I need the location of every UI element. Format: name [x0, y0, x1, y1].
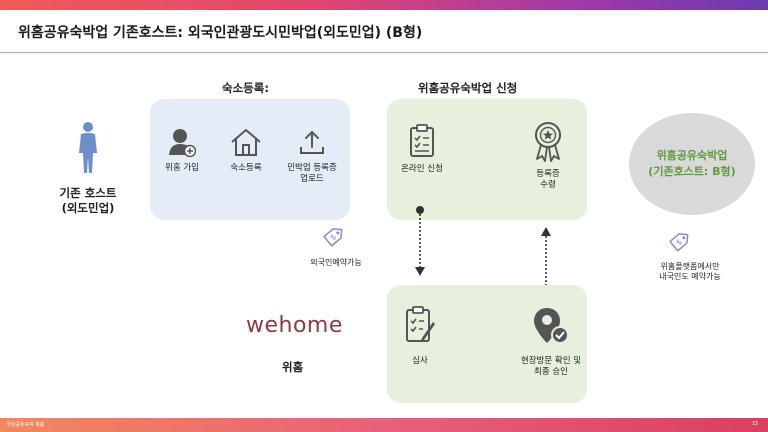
person-icon: [79, 122, 97, 173]
wehome-logo: wehome: [246, 313, 343, 338]
registration-box: [150, 99, 350, 220]
step-online-apply: 온라인 신청: [392, 124, 452, 175]
step-review-label: 심사: [412, 356, 428, 366]
clipboard-checklist-icon: [410, 124, 434, 157]
host-label: 기존 호스트 (외도민업): [59, 186, 117, 215]
page-title: 위홈공유숙박업 기존호스트: 외국인관광도시민박업(외도민업) (B형): [18, 25, 423, 41]
title-divider: [0, 52, 768, 53]
bottom-gradient-bar: [0, 418, 768, 432]
step-site-visit-approval: 현장방문 확인 및 최종 승인: [503, 306, 599, 378]
result-label: 위홈공유숙박업 (기존호스트: B형): [648, 149, 736, 178]
step-register-lodging-label: 숙소등록: [230, 163, 262, 173]
foreign-booking-label: 외국인예약가능: [310, 258, 362, 267]
step-join-label: 위홈 가입: [165, 163, 199, 173]
location-check-icon: [534, 308, 569, 344]
step-upload-certificate: 민박업 등록증 업로드: [280, 127, 344, 185]
application-title: 위홈공유숙박업 신청: [418, 81, 518, 95]
svg-text:$: $: [674, 237, 684, 247]
price-tag-icon-result: $: [669, 233, 689, 252]
upload-icon: [300, 131, 324, 154]
clipboard-edit-icon: [406, 306, 435, 342]
step-receive-certificate-label: 등록증 수령: [536, 169, 560, 190]
domestic-booking-label: 위홈플랫폼에서만 내국인도 예약가능: [659, 262, 721, 281]
top-gradient-bar: [0, 0, 768, 10]
award-badge-icon: [535, 122, 561, 162]
result-circle: 위홈공유숙박업 (기존호스트: B형): [629, 113, 755, 215]
application-box: [387, 99, 587, 220]
footer-company: 국민공유숙박 위홈: [6, 422, 45, 428]
step-upload-certificate-label: 민박업 등록증 업로드: [287, 163, 337, 184]
down-arrow-connector: [415, 206, 425, 276]
house-icon: [231, 129, 261, 156]
step-join: 위홈 가입: [154, 127, 210, 174]
step-site-visit-approval-label: 현장방문 확인 및 최종 승인: [520, 356, 582, 377]
price-tag-icon: $: [323, 228, 343, 247]
brand-name: 위홈: [282, 360, 304, 374]
review-box: [387, 285, 587, 403]
step-receive-certificate: 등록증 수령: [520, 121, 576, 191]
svg-text:$: $: [328, 232, 338, 242]
registration-title: 숙소등록:: [222, 81, 269, 95]
user-add-icon: [169, 129, 196, 157]
step-review: 심사: [395, 306, 445, 367]
step-register-lodging: 숙소등록: [218, 127, 274, 174]
step-online-apply-label: 온라인 신청: [401, 164, 443, 174]
page-number: 15: [752, 421, 759, 427]
